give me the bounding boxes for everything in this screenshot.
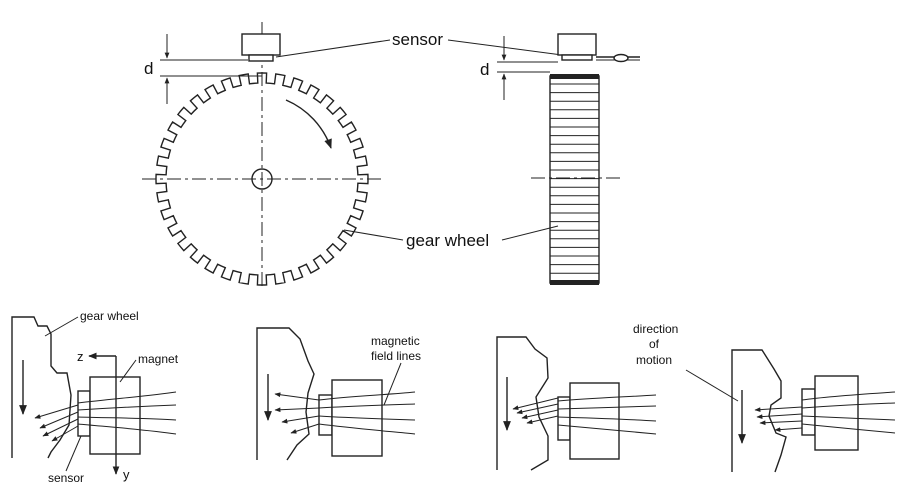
gap-label-right: d — [480, 60, 489, 79]
field-label-line1: magnetic — [371, 334, 420, 348]
gear-label-panel1: gear wheel — [80, 309, 139, 323]
direction-label-line2: of — [649, 337, 660, 351]
gap-dimension-left: d — [144, 34, 262, 104]
sensor-side — [557, 33, 640, 63]
sensor-label-top: sensor — [392, 30, 443, 49]
sensor-front — [241, 33, 281, 62]
axis-y-label: y — [123, 467, 130, 482]
axis-z-label: z — [77, 349, 84, 364]
panel-1: z y gear wheel magnet sensor — [11, 309, 179, 485]
gear-side-view — [531, 74, 622, 285]
rotation-arrow — [285, 99, 332, 149]
gear-front-view — [142, 22, 384, 288]
direction-label-line1: direction — [633, 322, 678, 336]
sensor-label-bottom: sensor — [48, 471, 84, 485]
sensor-leader-left — [275, 39, 391, 58]
gear-leader-left — [343, 229, 404, 241]
gap-dimension-right: d — [480, 36, 558, 100]
panel-3 — [496, 336, 657, 471]
panel-2: magnetic field lines — [256, 327, 421, 461]
gap-label-left: d — [144, 59, 153, 78]
gear-outline — [155, 72, 369, 286]
magnet-label: magnet — [138, 352, 179, 366]
sensor-leader-right — [447, 39, 563, 56]
panel-4: direction of motion — [633, 322, 896, 473]
field-label-line2: field lines — [371, 349, 421, 363]
gear-label-top: gear wheel — [406, 231, 489, 250]
gear-leader-right — [501, 225, 559, 241]
direction-label-line3: motion — [636, 353, 672, 367]
